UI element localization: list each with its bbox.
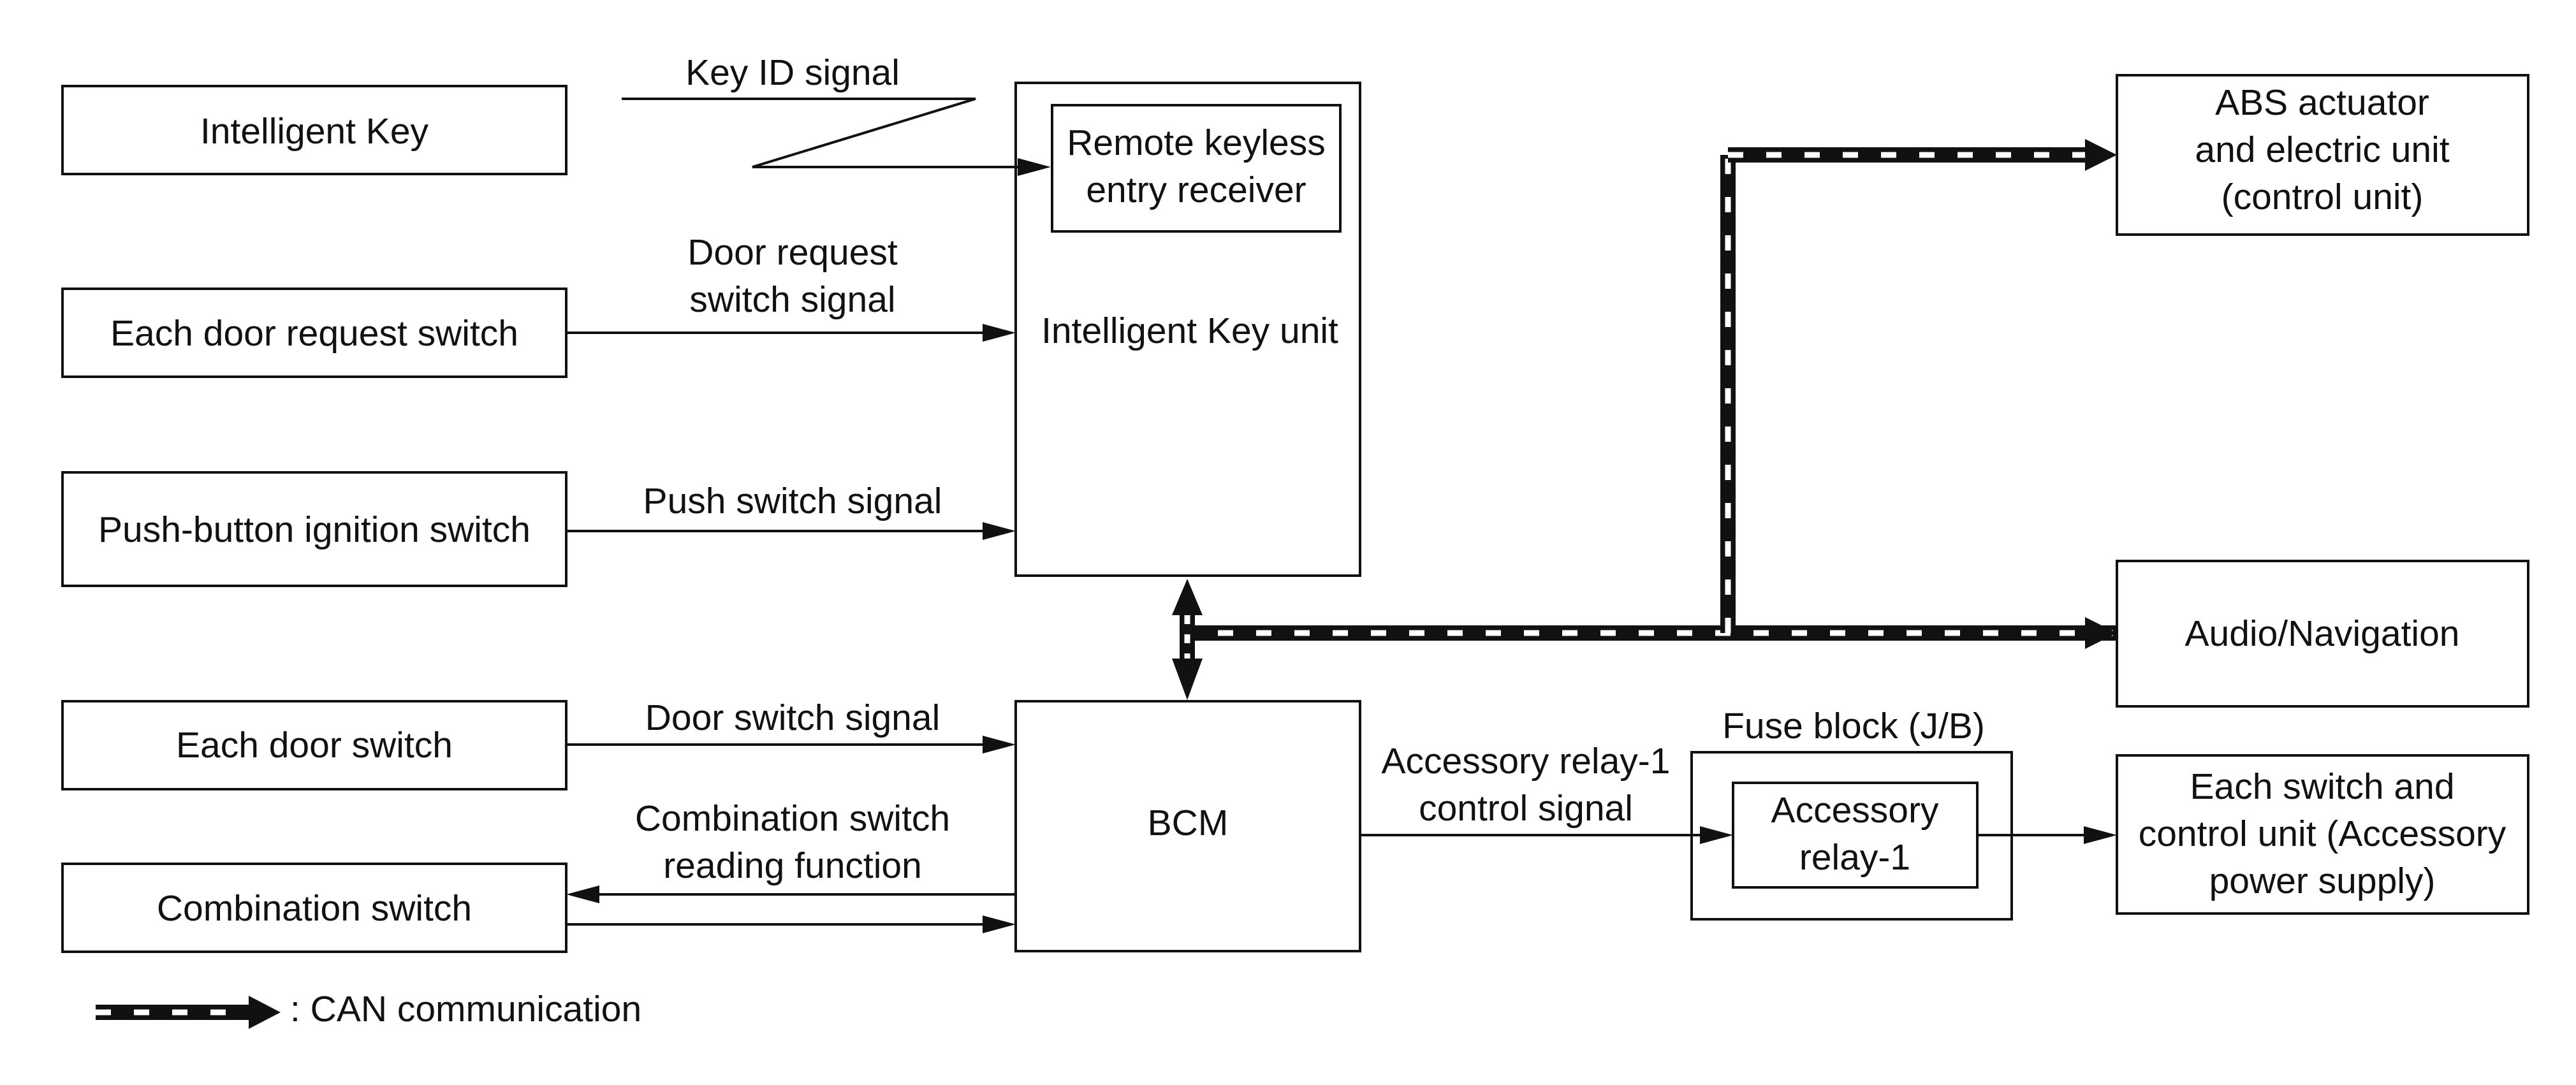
accessory-relay-box — [1732, 782, 1979, 889]
accessory-relay-signal-label-1: Accessory relay-1 — [1382, 741, 1671, 782]
accessory-relay-label-1: Accessory — [1771, 790, 1939, 831]
door-request-switch-label: Each door request switch — [110, 313, 518, 354]
accessory-relay-signal-line — [1360, 826, 1733, 844]
combination-switch-label: Combination switch — [157, 888, 472, 929]
each-switch-label-3: power supply) — [2209, 861, 2436, 901]
each-switch-label-1: Each switch and — [2190, 766, 2454, 807]
audio-navigation-box — [2116, 560, 2529, 708]
push-switch-signal-label: Push switch signal — [643, 481, 942, 521]
bcm-box — [1014, 700, 1361, 952]
combination-switch-box — [61, 863, 567, 953]
remote-keyless-label-1: Remote keyless — [1067, 122, 1326, 163]
can-bus — [1172, 139, 2117, 700]
can-legend-symbol — [96, 996, 281, 1029]
can-arrowhead-audio — [2085, 617, 2117, 649]
intelligent-key-unit-label: Intelligent Key unit — [1041, 310, 1338, 351]
remote-keyless-receiver-box — [1051, 104, 1342, 233]
abs-label-1: ABS actuator — [2215, 82, 2429, 123]
door-switch-signal-line — [566, 736, 1016, 754]
door-switch-signal-label: Door switch signal — [645, 697, 940, 738]
door-request-signal-line — [566, 324, 1016, 342]
can-legend-label: : CAN communication — [290, 989, 641, 1030]
bcm-label: BCM — [1148, 803, 1229, 843]
combination-switch-signal-label-2: reading function — [663, 845, 922, 886]
door-request-switch-box — [61, 288, 567, 378]
push-button-ignition-box — [61, 471, 567, 587]
intelligent-key-box — [61, 85, 567, 175]
accessory-power-line — [1977, 826, 2117, 844]
audio-navigation-label: Audio/Navigation — [2185, 613, 2460, 654]
key-id-signal-line — [622, 98, 1051, 176]
remote-keyless-label-2: entry receiver — [1086, 170, 1306, 210]
accessory-relay-signal-label-2: control signal — [1419, 788, 1633, 829]
door-request-signal-label-2: switch signal — [689, 279, 895, 320]
abs-label-3: (control unit) — [2221, 177, 2424, 217]
can-arrowhead-bcm — [1172, 659, 1203, 700]
combination-switch-signal-lines — [566, 885, 1016, 933]
push-switch-signal-line — [566, 522, 1016, 540]
door-switch-box — [61, 700, 567, 790]
can-arrowhead-abs — [2085, 139, 2117, 171]
push-button-ignition-label: Push-button ignition switch — [98, 509, 531, 550]
combination-switch-signal-label-1: Combination switch — [635, 798, 950, 839]
intelligent-key-label: Intelligent Key — [200, 111, 429, 152]
each-switch-label-2: control unit (Accessory — [2139, 813, 2506, 854]
each-switch-box — [2116, 754, 2529, 915]
abs-label-2: and electric unit — [2195, 129, 2449, 170]
abs-unit-box — [2116, 74, 2529, 236]
door-switch-label: Each door switch — [176, 725, 453, 766]
key-id-signal-label: Key ID signal — [685, 52, 900, 93]
accessory-relay-label-2: relay-1 — [1799, 837, 1910, 878]
can-arrowhead-key-unit — [1172, 579, 1203, 615]
fuse-block-label: Fuse block (J/B) — [1722, 706, 1985, 746]
door-request-signal-label-1: Door request — [687, 232, 898, 273]
